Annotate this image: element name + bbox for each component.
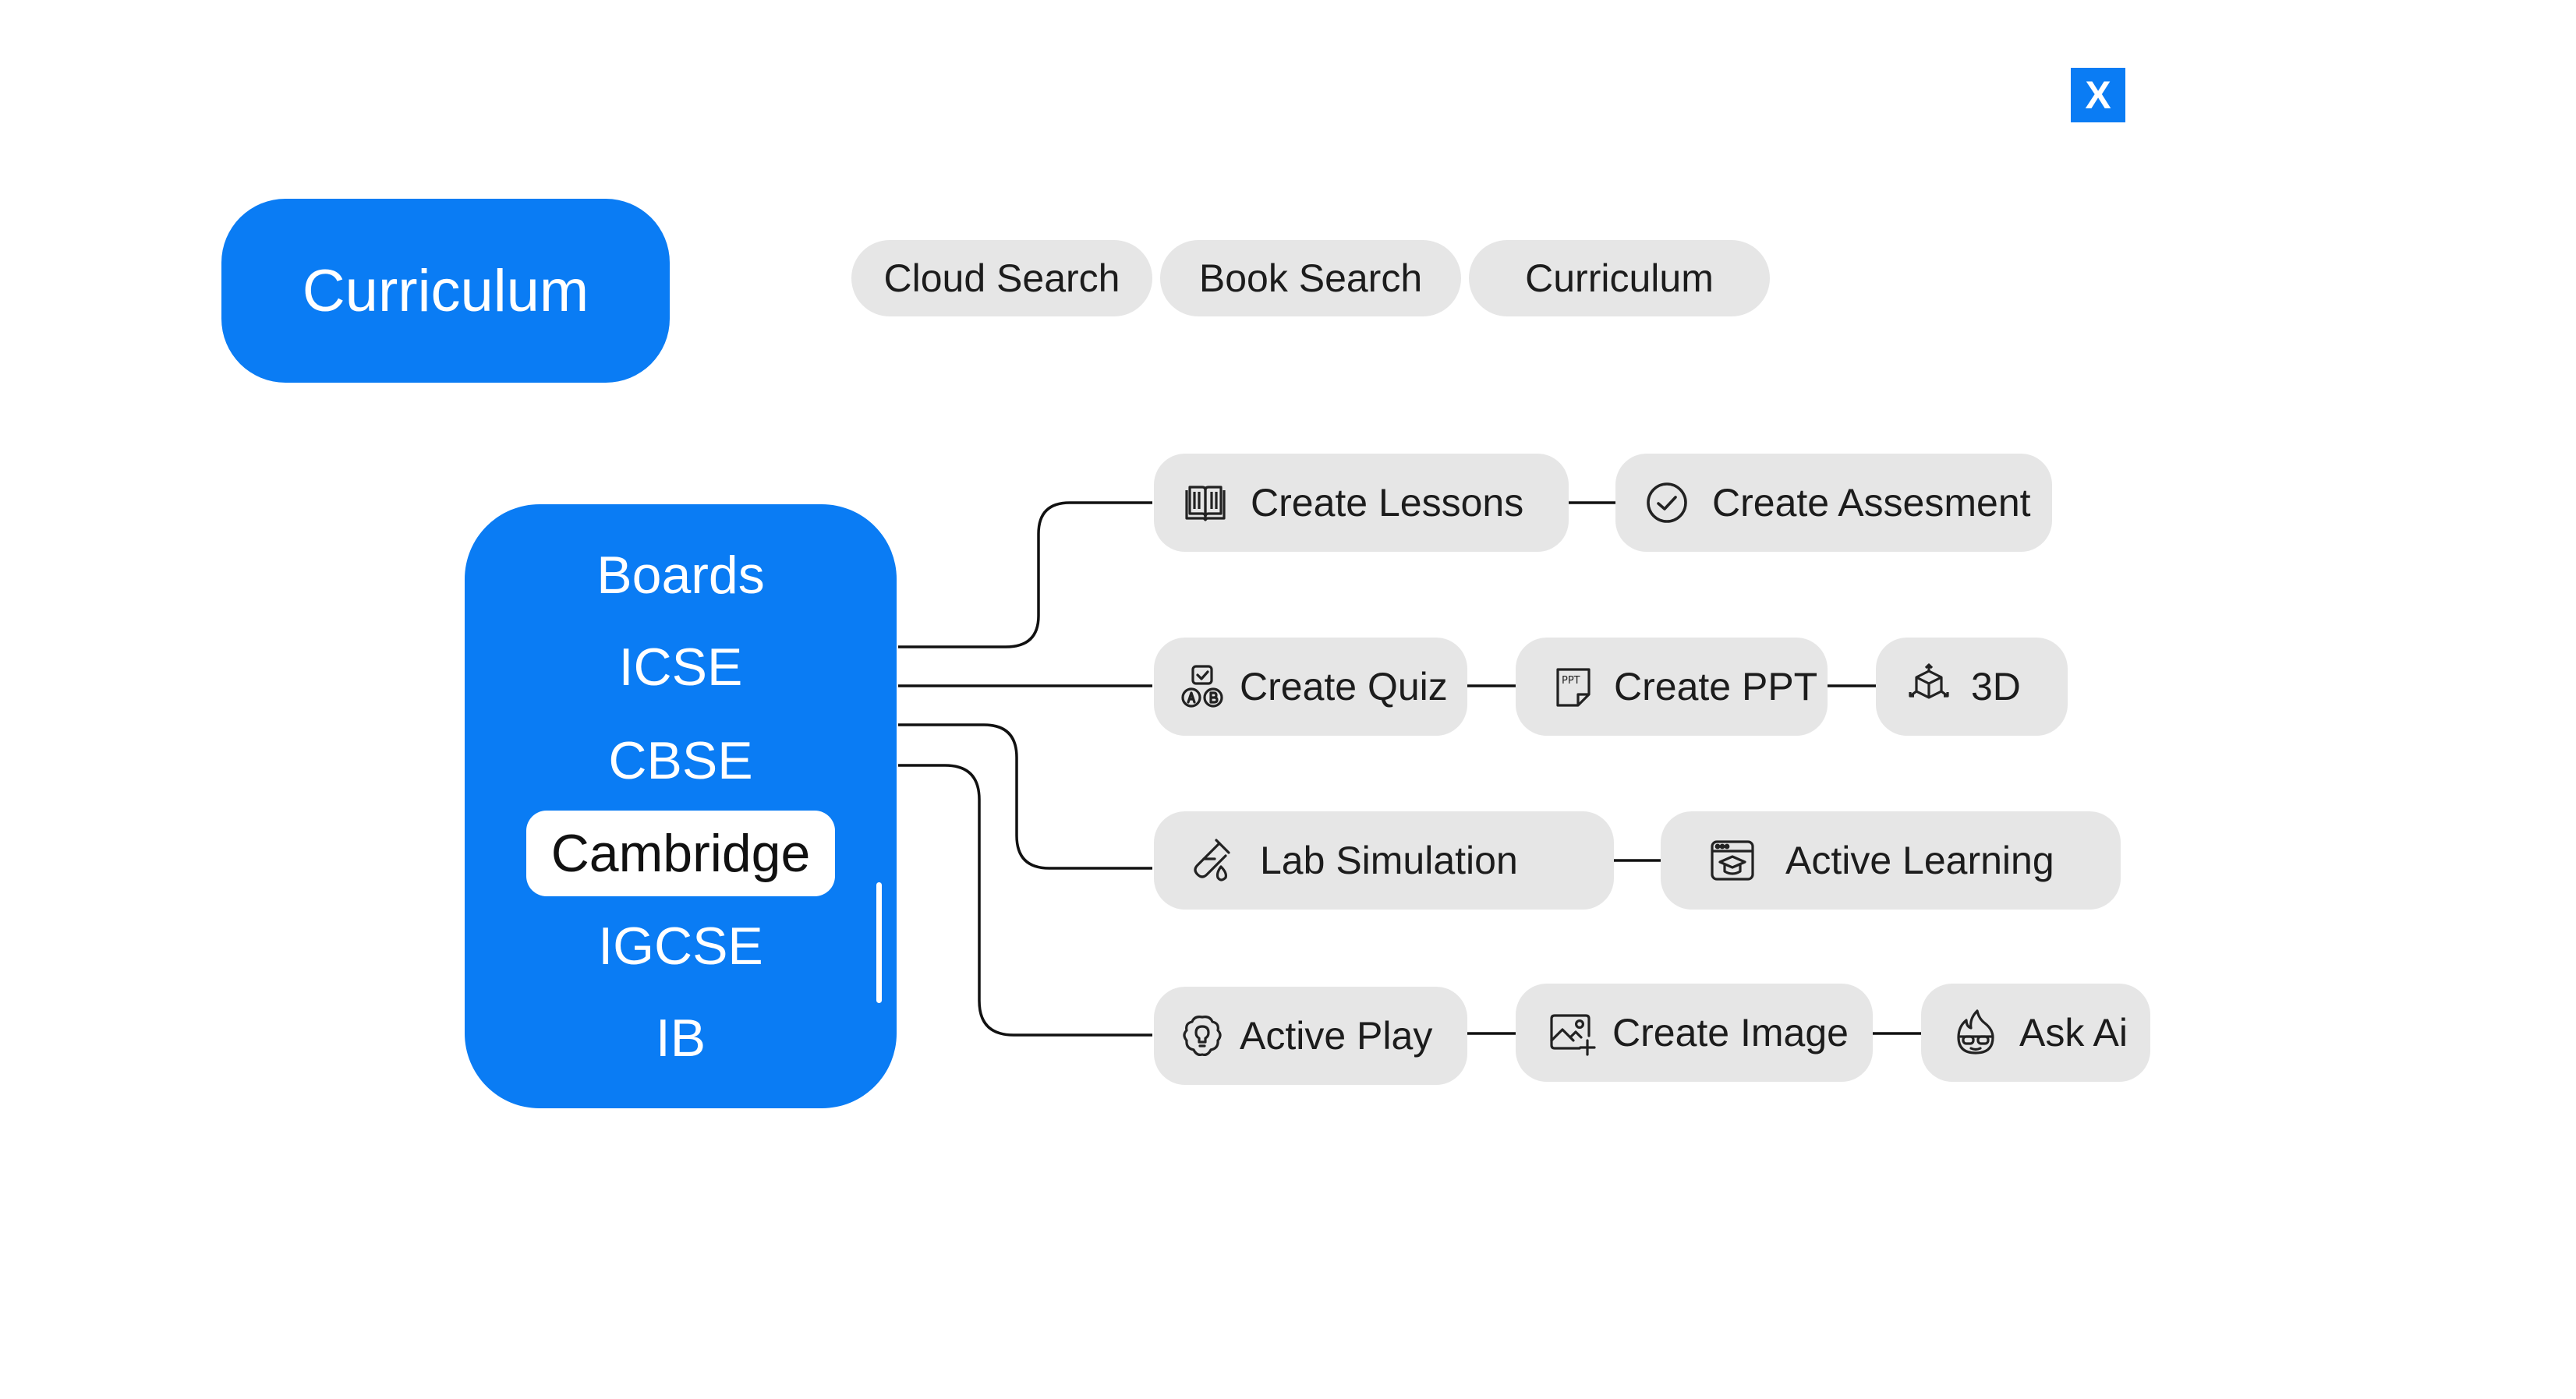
3d-label: 3D	[1971, 665, 2021, 708]
tab-book-search[interactable]: Book Search	[1160, 240, 1461, 316]
board-item-ib[interactable]: IB	[655, 1009, 706, 1068]
ppt-file-icon: PPT	[1547, 660, 1600, 713]
active-play-label: Active Play	[1240, 1014, 1433, 1058]
ai-avatar-icon	[1949, 1006, 2002, 1059]
brain-bulb-icon	[1176, 1009, 1229, 1062]
active-play-button[interactable]: Active Play	[1154, 987, 1467, 1085]
boards-panel	[465, 504, 897, 1108]
board-item-icse[interactable]: ICSE	[618, 638, 743, 697]
svg-text:PPT: PPT	[1562, 675, 1580, 687]
tab-cloud-search[interactable]: Cloud Search	[851, 240, 1152, 316]
active-learning-label: Active Learning	[1785, 839, 2054, 882]
board-item-igcse[interactable]: IGCSE	[598, 917, 763, 976]
board-item-cbse[interactable]: CBSE	[608, 731, 753, 790]
create-quiz-button[interactable]: Create Quiz	[1154, 638, 1467, 736]
create-assessment-button[interactable]: Create Assesment	[1615, 454, 2052, 552]
image-add-icon	[1545, 1006, 1598, 1059]
create-image-label: Create Image	[1612, 1011, 1849, 1055]
boards-scrollbar[interactable]	[876, 882, 882, 1003]
create-image-button[interactable]: Create Image	[1516, 984, 1873, 1082]
3d-button[interactable]: 3D	[1876, 638, 2068, 736]
create-lessons-label: Create Lessons	[1251, 481, 1524, 525]
check-circle-icon	[1640, 476, 1693, 529]
test-tube-icon	[1184, 834, 1237, 887]
graduation-screen-icon	[1706, 834, 1759, 887]
tab-curriculum[interactable]: Curriculum	[1469, 240, 1770, 316]
active-learning-button[interactable]: Active Learning	[1661, 811, 2121, 910]
create-quiz-label: Create Quiz	[1240, 665, 1448, 708]
ask-ai-label: Ask Ai	[2019, 1011, 2128, 1055]
ask-ai-button[interactable]: Ask Ai	[1921, 984, 2150, 1082]
lab-simulation-label: Lab Simulation	[1260, 839, 1518, 882]
create-lessons-button[interactable]: Create Lessons	[1154, 454, 1569, 552]
create-ppt-label: Create PPT	[1614, 665, 1818, 708]
create-assessment-label: Create Assesment	[1712, 481, 2031, 525]
quiz-icon	[1176, 660, 1229, 713]
boards-heading: Boards	[596, 546, 765, 605]
create-ppt-button[interactable]: PPT Create PPT	[1516, 638, 1828, 736]
lab-simulation-button[interactable]: Lab Simulation	[1154, 811, 1614, 910]
close-button[interactable]: X	[2071, 68, 2125, 122]
cube-3d-icon	[1902, 660, 1955, 713]
open-book-icon	[1179, 476, 1232, 529]
page-title: Curriculum	[221, 199, 670, 383]
board-item-cambridge-selected[interactable]: Cambridge	[526, 811, 835, 896]
